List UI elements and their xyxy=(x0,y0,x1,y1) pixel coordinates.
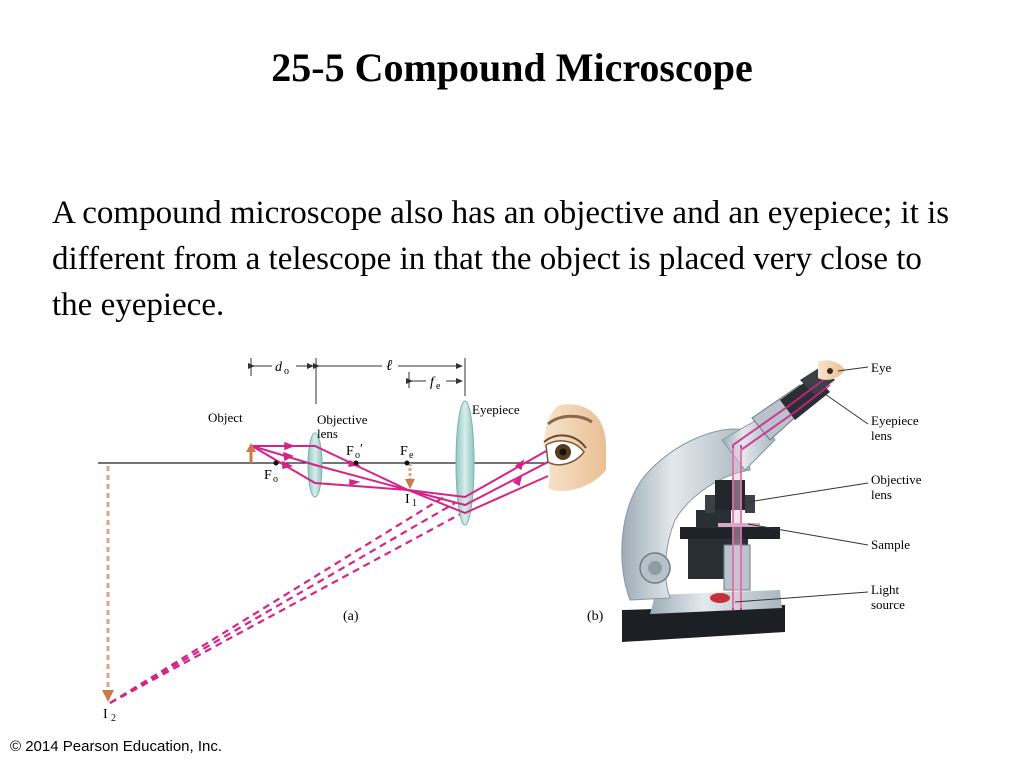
ray-diagram: d o ℓ f e I 2 xyxy=(98,358,606,724)
light-path xyxy=(732,377,831,610)
eyepiece-label: Eyepiece xyxy=(472,402,520,417)
leader-lines xyxy=(734,366,869,603)
dimension-lines xyxy=(248,358,466,404)
eyepiece-lens xyxy=(455,400,475,526)
objective-lens-b-label-2: lens xyxy=(871,487,892,502)
objective-lens-label-2: lens xyxy=(317,426,338,441)
image-i2-arrowhead xyxy=(102,690,114,702)
do-sub: o xyxy=(284,366,289,377)
microscope-photo: (b) xyxy=(587,360,922,642)
light-source-lamp xyxy=(710,593,730,603)
objective-lens-b-label: Objective xyxy=(871,472,922,487)
ell-label: ℓ xyxy=(386,358,392,374)
eyepiece-lens-label: Eyepiece xyxy=(871,413,919,428)
microscope-base xyxy=(622,605,785,642)
fo-label: F xyxy=(264,468,272,483)
fo-prime-sub: o xyxy=(355,450,360,461)
light-source-label: Light xyxy=(871,582,900,597)
sample-slide xyxy=(718,523,760,527)
image-i1-arrowhead xyxy=(405,479,415,489)
fo-point xyxy=(273,460,279,466)
objective-lens-label: Objective xyxy=(317,412,368,427)
body-paragraph: A compound microscope also has an object… xyxy=(52,195,950,323)
i2-label: I xyxy=(103,707,108,722)
i1-sub: 1 xyxy=(412,498,417,509)
fo-sub: o xyxy=(273,474,278,485)
real-rays xyxy=(251,445,549,515)
fe-point-label: F xyxy=(400,444,408,459)
stage xyxy=(680,527,780,539)
fo-prime-point xyxy=(353,460,359,466)
sample-label: Sample xyxy=(871,537,910,552)
fe-point-sub: e xyxy=(409,450,414,461)
fe-point xyxy=(404,460,410,466)
fo-prime-label: F xyxy=(346,444,354,459)
light-source-label-2: source xyxy=(871,597,905,612)
caption-a: (a) xyxy=(343,609,359,624)
caption-b: (b) xyxy=(587,609,604,624)
do-label: d xyxy=(275,360,283,375)
object-arrowhead xyxy=(246,443,256,452)
fe-label: f xyxy=(430,375,436,390)
copyright-footer: © 2014 Pearson Education, Inc. xyxy=(10,738,223,755)
eyepiece-lens-label-2: lens xyxy=(871,428,892,443)
slide-title: 25-5 Compound Microscope xyxy=(271,45,753,90)
object-label: Object xyxy=(208,410,243,425)
i2-sub: 2 xyxy=(111,713,116,724)
virtual-rays xyxy=(109,496,467,704)
fo-prime-mark: ′ xyxy=(360,442,363,457)
eye-label: Eye xyxy=(871,360,891,375)
fe-sub: e xyxy=(436,381,441,392)
i1-label: I xyxy=(405,492,410,507)
eye-icon xyxy=(543,404,606,491)
